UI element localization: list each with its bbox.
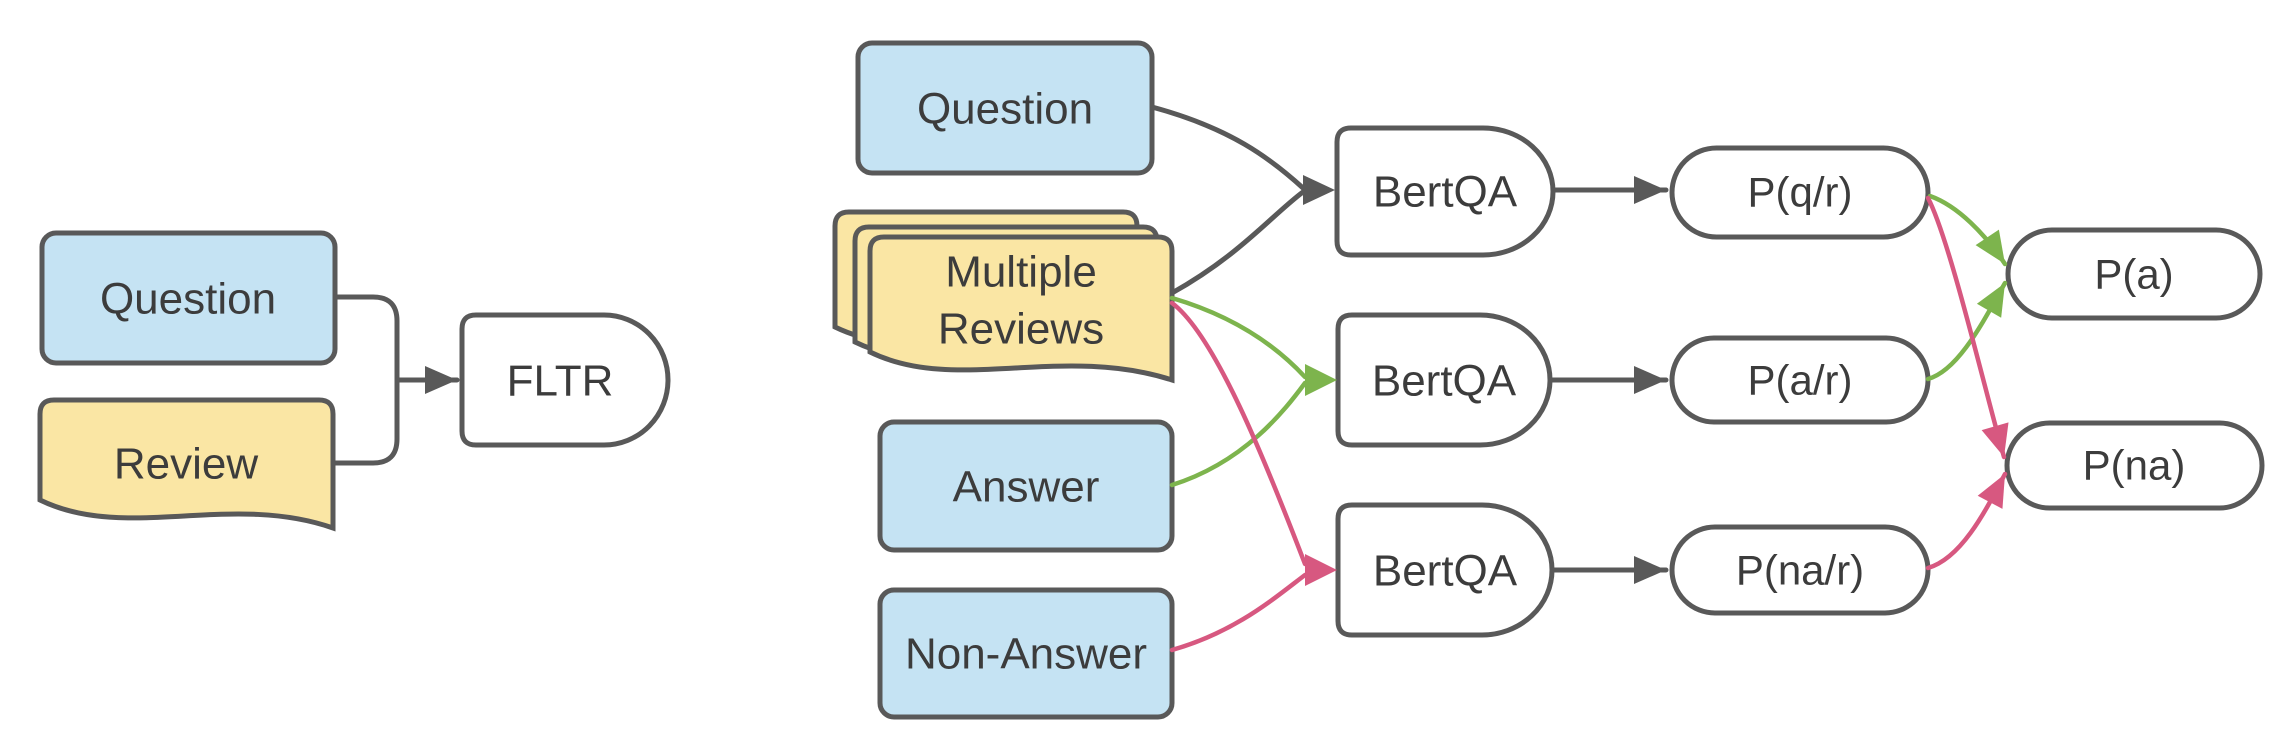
node-multiple-reviews-front	[867, 234, 1175, 384]
node-review-document	[37, 397, 336, 532]
edge-review-to-fltr	[330, 377, 400, 466]
edge-question-left-to-fltr	[332, 294, 400, 383]
node-question-left-label: Question	[100, 274, 276, 323]
node-p-na-label: P(na)	[2083, 442, 2186, 489]
edge-non-answer-to-bertqa-bottom	[1169, 572, 1308, 653]
arrowhead-bertqa-mid	[1305, 364, 1337, 396]
node-review-label: Review	[114, 439, 258, 488]
node-bertqa-mid-label: BertQA	[1372, 356, 1517, 405]
edge-p-nar-to-p-na	[1925, 471, 2008, 571]
node-multiple-reviews-label-line1: Multiple	[945, 247, 1097, 296]
node-p-nar-label: P(na/r)	[1736, 547, 1864, 594]
node-bertqa-bottom-label: BertQA	[1373, 546, 1518, 595]
edge-p-qr-to-p-na	[1925, 195, 2009, 460]
node-bertqa-bottom	[1335, 502, 1555, 638]
node-answer-label: Answer	[953, 462, 1100, 511]
edge-p-qr-to-p-a	[1927, 193, 2008, 267]
edge-reviews-to-bertqa-mid	[1169, 295, 1308, 380]
edge-reviews-to-bertqa-bottom	[1169, 300, 1308, 567]
node-bertqa-top	[1334, 125, 1556, 258]
node-p-ar-label: P(a/r)	[1748, 357, 1853, 404]
node-p-a	[2005, 227, 2263, 321]
node-bertqa-top-label: BertQA	[1373, 167, 1518, 216]
edge-p-ar-to-p-a	[1925, 280, 2008, 382]
node-multiple-reviews-label-line2: Reviews	[938, 304, 1104, 353]
node-p-na	[2004, 420, 2265, 511]
node-p-qr	[1669, 145, 1931, 240]
node-non-answer	[877, 587, 1175, 720]
edge-reviews-to-bertqa-top	[1169, 189, 1306, 296]
arrowhead-bertqa-top	[1303, 175, 1335, 205]
node-fltr	[459, 312, 671, 448]
node-non-answer-label: Non-Answer	[905, 629, 1147, 678]
edge-question-right-to-bertqa-top	[1149, 104, 1306, 191]
node-bertqa-mid	[1335, 312, 1553, 448]
edge-answer-to-bertqa-mid	[1169, 380, 1308, 488]
node-fltr-label: FLTR	[507, 356, 614, 405]
arrowhead-bertqa-bottom	[1305, 554, 1337, 586]
node-question-right-label: Question	[917, 84, 1093, 133]
node-p-qr-label: P(q/r)	[1748, 169, 1853, 216]
node-p-a-label: P(a)	[2094, 251, 2173, 298]
